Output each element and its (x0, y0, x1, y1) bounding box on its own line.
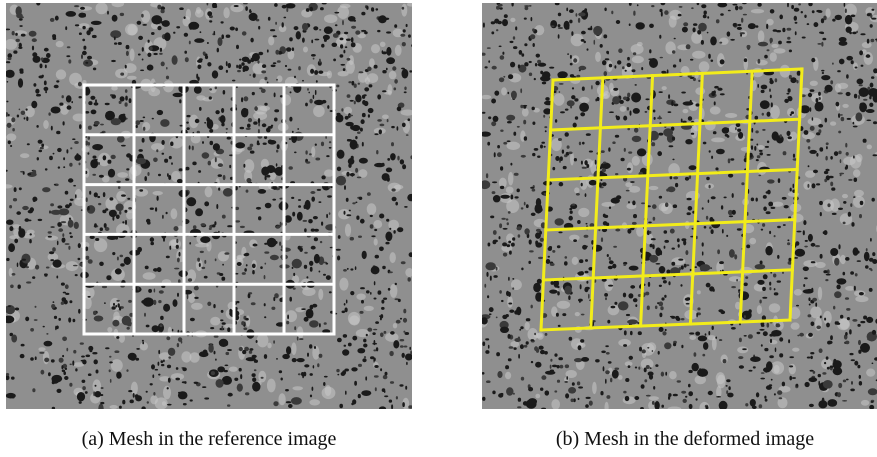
mesh-horizontal-line (544, 218, 797, 232)
mesh-horizontal-line (546, 167, 799, 182)
reference-image-panel (6, 3, 412, 409)
mesh-vertical-line (589, 76, 605, 330)
deformed-speckle-image (482, 3, 877, 409)
mesh-horizontal-line (549, 117, 802, 132)
mesh-vertical-line (688, 71, 704, 326)
reference-mesh (82, 83, 336, 336)
mesh-horizontal-line (539, 318, 792, 332)
mesh-horizontal-line (551, 67, 804, 82)
mesh-horizontal-line (541, 268, 794, 282)
speckle-pattern (6, 3, 412, 409)
mesh-vertical-line (788, 67, 804, 322)
deformed-image-panel (482, 3, 877, 409)
caption-reference: (a) Mesh in the reference image (81, 428, 337, 450)
mesh-vertical-line (738, 69, 754, 324)
mesh-vertical-line (639, 74, 655, 328)
reference-speckle-image (6, 3, 412, 409)
deformed-mesh (539, 67, 804, 332)
mesh-vertical-line (539, 78, 555, 332)
caption-deformed: (b) Mesh in the deformed image (555, 428, 815, 450)
